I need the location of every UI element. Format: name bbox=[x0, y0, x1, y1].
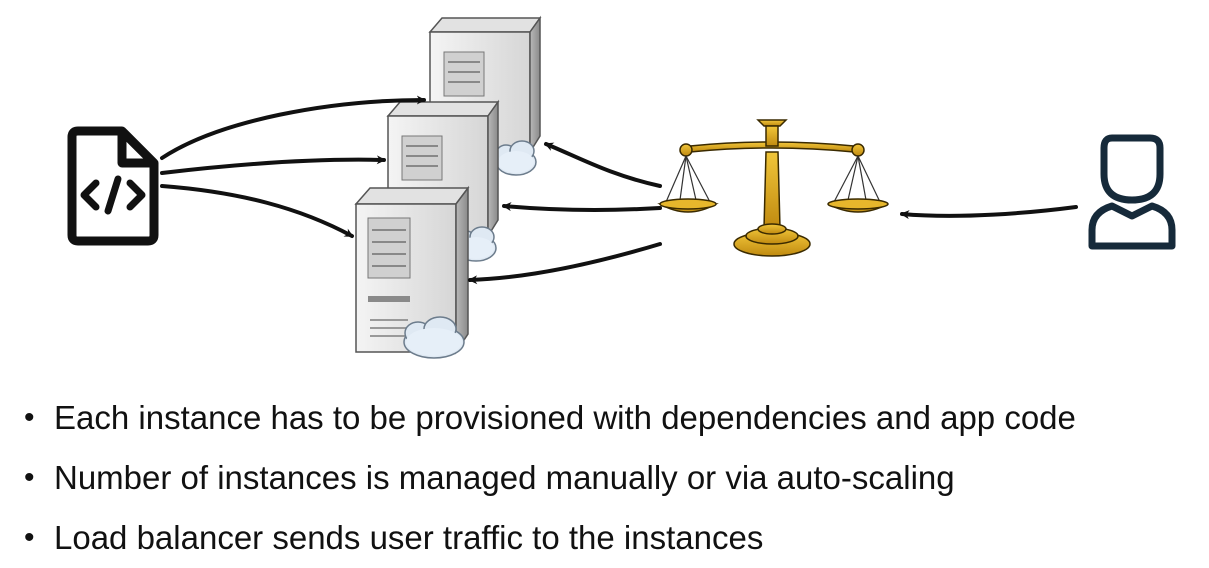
arrow-code-to-server-2 bbox=[160, 155, 386, 175]
arrow-user-to-lb bbox=[900, 205, 1078, 220]
arrow-lb-to-server-1 bbox=[544, 142, 662, 188]
bullet-text: Each instance has to be provisioned with… bbox=[54, 399, 1076, 436]
arrow-code-to-server-3 bbox=[160, 184, 354, 238]
user-icon bbox=[1088, 134, 1176, 250]
bullet-text: Number of instances is managed manually … bbox=[54, 459, 955, 496]
deploy-arrows bbox=[160, 95, 426, 238]
bullet-dot: • bbox=[24, 401, 35, 434]
arrow-code-to-server-1 bbox=[160, 95, 426, 160]
bullet-list: • Each instance has to be provisioned wi… bbox=[18, 388, 1198, 568]
code-file-icon bbox=[67, 126, 159, 246]
architecture-diagram bbox=[67, 15, 1176, 359]
arrow-lb-to-server-2 bbox=[502, 202, 662, 213]
bullet-text: Load balancer sends user traffic to the … bbox=[54, 519, 764, 556]
bullet-dot: • bbox=[24, 461, 35, 494]
bullet-item: • Each instance has to be provisioned wi… bbox=[18, 388, 1198, 448]
bullet-item: • Number of instances is managed manuall… bbox=[18, 448, 1198, 508]
bullet-item: • Load balancer sends user traffic to th… bbox=[18, 508, 1198, 568]
cloud-icon bbox=[403, 316, 465, 359]
bullet-dot: • bbox=[24, 521, 35, 554]
balance-arrows bbox=[468, 142, 662, 285]
cloud-icon bbox=[495, 140, 537, 176]
server-stack bbox=[354, 15, 542, 359]
balance-scale-icon bbox=[657, 119, 889, 257]
arrow-lb-to-server-3 bbox=[468, 242, 662, 285]
